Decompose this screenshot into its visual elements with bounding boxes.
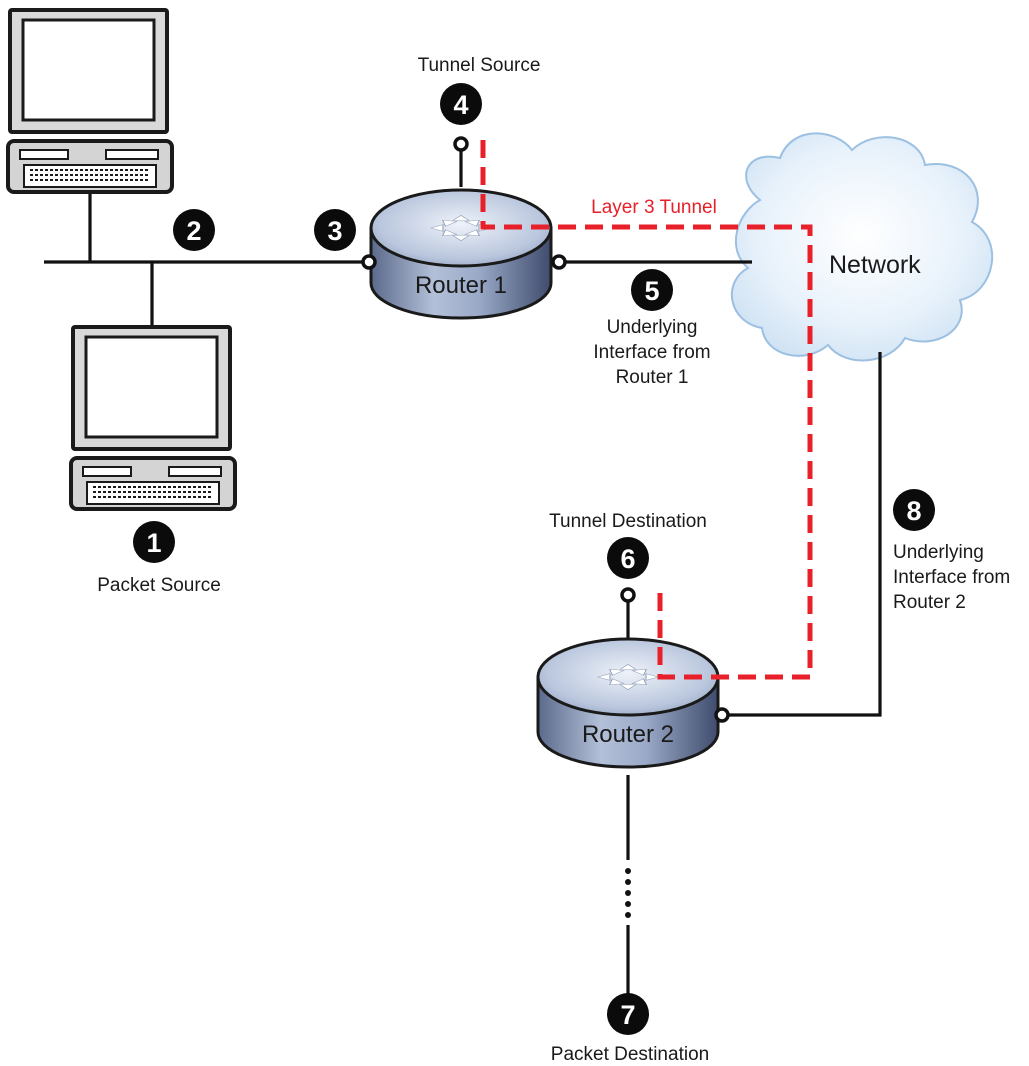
router-1-label: Router 1 bbox=[415, 272, 507, 299]
marker-1-number: 1 bbox=[146, 528, 161, 558]
router1-lan-port bbox=[361, 254, 377, 270]
marker-1: 1 Packet Source bbox=[97, 521, 221, 596]
marker-5-label-line-2: Interface from bbox=[593, 342, 710, 363]
ellipsis-dots bbox=[625, 868, 631, 918]
marker-6: 6 Tunnel Destination bbox=[549, 511, 707, 579]
router-icon bbox=[536, 637, 720, 769]
router1-wan-port bbox=[551, 254, 567, 270]
tunnel-path-line bbox=[480, 140, 813, 680]
marker-4-number: 4 bbox=[453, 90, 468, 120]
marker-5-badge bbox=[631, 269, 673, 311]
marker-2-badge bbox=[173, 209, 215, 251]
marker-6-badge bbox=[607, 537, 649, 579]
layer3-tunnel: Layer 3 Tunnel bbox=[480, 140, 813, 680]
network-cloud: Network bbox=[731, 132, 994, 362]
marker-7-number: 7 bbox=[620, 1000, 635, 1030]
marker-5-label-line-1: Underlying bbox=[607, 317, 698, 338]
marker-4-label: Tunnel Source bbox=[418, 55, 541, 76]
router-icon bbox=[369, 188, 553, 320]
marker-8-badge bbox=[893, 489, 935, 531]
marker-4-badge bbox=[440, 83, 482, 125]
interface-connectors bbox=[361, 136, 730, 723]
marker-4: 4 Tunnel Source bbox=[418, 55, 541, 125]
marker-3-number: 3 bbox=[327, 216, 342, 246]
marker-5-label-line-3: Router 1 bbox=[616, 367, 689, 388]
marker-6-label: Tunnel Destination bbox=[549, 511, 707, 532]
router2-wan-port bbox=[714, 707, 730, 723]
desktop-computer-icon bbox=[6, 8, 174, 194]
marker-5: 5 Underlying Interface from Router 1 bbox=[593, 269, 711, 388]
network-label: Network bbox=[829, 251, 921, 279]
marker-1-badge bbox=[133, 521, 175, 563]
network-to-router2-line bbox=[721, 352, 882, 717]
marker-3: 3 bbox=[314, 209, 356, 251]
router-2: Router 2 bbox=[536, 637, 720, 769]
marker-7: 7 Packet Destination bbox=[551, 993, 709, 1065]
router-1: Router 1 bbox=[369, 188, 553, 320]
marker-5-number: 5 bbox=[644, 276, 659, 306]
marker-2: 2 bbox=[173, 209, 215, 251]
marker-8-label-line-3: Router 2 bbox=[893, 592, 966, 613]
marker-6-number: 6 bbox=[620, 544, 635, 574]
cloud-icon bbox=[731, 132, 994, 362]
computer-bottom bbox=[69, 325, 237, 511]
marker-8-label-line-1: Underlying bbox=[893, 542, 984, 563]
marker-7-badge bbox=[607, 993, 649, 1035]
marker-8-label-line-2: Interface from bbox=[893, 567, 1010, 588]
marker-7-label: Packet Destination bbox=[551, 1044, 709, 1065]
tunnel-label: Layer 3 Tunnel bbox=[591, 197, 717, 218]
connection-lines bbox=[44, 150, 882, 1022]
marker-2-number: 2 bbox=[186, 216, 201, 246]
computer-top bbox=[6, 8, 174, 194]
router1-tunnel-port bbox=[453, 136, 469, 152]
marker-3-badge bbox=[314, 209, 356, 251]
router2-tunnel-port bbox=[620, 587, 636, 603]
marker-8: 8 Underlying Interface from Router 2 bbox=[893, 489, 1010, 613]
router-2-label: Router 2 bbox=[582, 721, 674, 748]
marker-8-number: 8 bbox=[906, 496, 921, 526]
marker-1-label: Packet Source bbox=[97, 575, 221, 596]
desktop-computer-icon bbox=[69, 325, 237, 511]
